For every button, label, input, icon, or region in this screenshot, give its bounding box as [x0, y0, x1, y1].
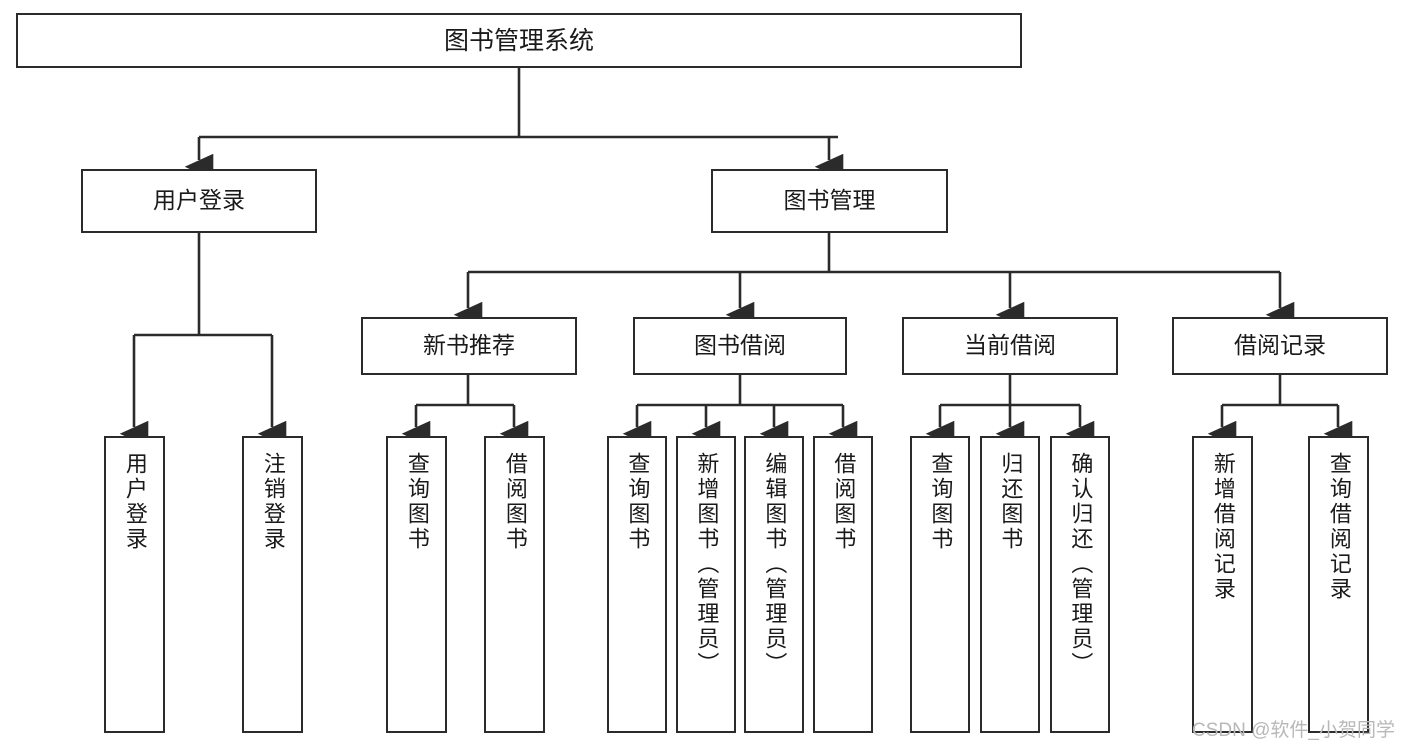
leaf-borrow-add-book-admin-label: 新增图书（管理员） [694, 452, 720, 677]
node-new-book-recommend-label: 新书推荐 [423, 332, 515, 359]
watermark-text: CSDN @软件_小贺同学 [1192, 720, 1395, 741]
leaf-borrow-borrow-book[interactable]: 借阅图书 [813, 436, 873, 733]
leaf-newbook-borrow-book[interactable]: 借阅图书 [484, 436, 545, 733]
leaf-newbook-query-book-label: 查询图书 [404, 452, 430, 552]
leaf-newbook-query-book[interactable]: 查询图书 [386, 436, 447, 733]
node-user-login[interactable]: 用户登录 [81, 169, 317, 233]
node-current-borrow-label: 当前借阅 [964, 332, 1056, 359]
leaf-current-query-book-label: 查询图书 [928, 452, 954, 552]
leaf-current-confirm-return-admin[interactable]: 确认归还（管理员） [1050, 436, 1110, 733]
leaf-user-login-signout-label: 注销登录 [260, 452, 286, 552]
node-borrow-record[interactable]: 借阅记录 [1172, 317, 1388, 375]
leaf-user-login-signin[interactable]: 用户登录 [104, 436, 165, 733]
leaf-record-add-record[interactable]: 新增借阅记录 [1192, 436, 1253, 733]
leaf-record-add-record-label: 新增借阅记录 [1210, 452, 1236, 602]
leaf-current-return-book[interactable]: 归还图书 [980, 436, 1040, 733]
node-current-borrow[interactable]: 当前借阅 [902, 317, 1118, 375]
node-book-borrow[interactable]: 图书借阅 [633, 317, 847, 375]
leaf-borrow-query-book[interactable]: 查询图书 [607, 436, 667, 733]
leaf-current-confirm-return-admin-label: 确认归还（管理员） [1068, 452, 1094, 677]
leaf-user-login-signout[interactable]: 注销登录 [242, 436, 303, 733]
node-root[interactable]: 图书管理系统 [16, 13, 1022, 68]
leaf-borrow-add-book-admin[interactable]: 新增图书（管理员） [676, 436, 736, 733]
node-root-label: 图书管理系统 [443, 26, 594, 55]
leaf-borrow-edit-book-admin-label: 编辑图书（管理员） [762, 452, 788, 677]
node-book-management-label: 图书管理 [783, 187, 876, 214]
leaf-current-query-book[interactable]: 查询图书 [910, 436, 970, 733]
node-borrow-record-label: 借阅记录 [1234, 332, 1326, 359]
leaf-borrow-edit-book-admin[interactable]: 编辑图书（管理员） [744, 436, 804, 733]
node-book-borrow-label: 图书借阅 [694, 332, 786, 359]
leaf-borrow-query-book-label: 查询图书 [625, 452, 651, 552]
leaf-current-return-book-label: 归还图书 [998, 452, 1024, 552]
leaf-record-query-record-label: 查询借阅记录 [1326, 452, 1352, 602]
leaf-user-login-signin-label: 用户登录 [122, 452, 148, 552]
leaf-record-query-record[interactable]: 查询借阅记录 [1308, 436, 1369, 733]
node-new-book-recommend[interactable]: 新书推荐 [361, 317, 577, 375]
leaf-borrow-borrow-book-label: 借阅图书 [831, 452, 857, 552]
node-user-login-label: 用户登录 [153, 187, 245, 214]
leaf-newbook-borrow-book-label: 借阅图书 [502, 452, 528, 552]
node-book-management[interactable]: 图书管理 [711, 169, 948, 233]
